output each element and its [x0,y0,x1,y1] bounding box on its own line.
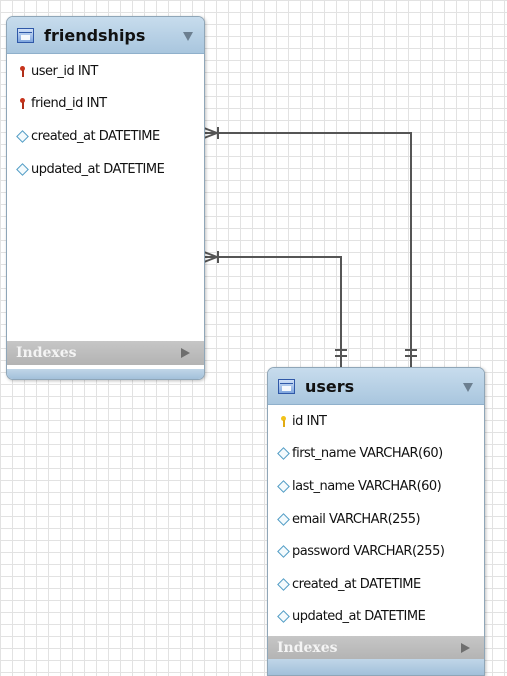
table-header-users[interactable]: users [268,368,484,405]
indexes-label: Indexes [277,640,338,656]
expand-arrow-icon[interactable] [181,348,190,358]
indexes-section[interactable]: Indexes [7,341,204,365]
expand-arrow-icon[interactable] [461,643,470,653]
column-row[interactable]: email VARCHAR(255) [268,503,484,536]
column-row[interactable]: last_name VARCHAR(60) [268,470,484,503]
column-label: created_at DATETIME [292,576,421,592]
column-label: user_id INT [31,63,98,79]
column-label: first_name VARCHAR(60) [292,446,443,462]
column-label: last_name VARCHAR(60) [292,478,442,494]
table-title: friendships [44,25,146,45]
column-label: friend_id INT [31,96,107,112]
foreign-key-icon [16,97,29,110]
column-label: id INT [292,413,327,429]
table-header-friendships[interactable]: friendships [7,17,204,54]
relationship-user-id[interactable] [203,127,417,367]
table-friendships[interactable]: friendships user_id INT friend_id INT cr… [6,16,205,380]
column-diamond-icon [277,480,290,493]
column-row[interactable]: first_name VARCHAR(60) [268,438,484,471]
column-diamond-icon [277,545,290,558]
column-diamond-icon [16,130,29,143]
table-bottom-bar [7,369,204,379]
indexes-label: Indexes [16,345,77,361]
column-diamond-icon [277,578,290,591]
column-label: updated_at DATETIME [31,161,165,177]
primary-key-icon [277,415,290,428]
table-icon [17,27,34,43]
column-label: password VARCHAR(255) [292,544,445,560]
column-row[interactable]: id INT [268,405,484,438]
column-row[interactable]: created_at DATETIME [268,568,484,601]
collapse-arrow-icon[interactable] [183,32,193,41]
table-title: users [305,376,355,396]
indexes-section[interactable]: Indexes [268,636,484,660]
column-row[interactable]: updated_at DATETIME [7,153,204,186]
column-label: updated_at DATETIME [292,609,426,625]
column-diamond-icon [277,513,290,526]
column-row[interactable]: password VARCHAR(255) [268,535,484,568]
column-label: email VARCHAR(255) [292,511,421,527]
collapse-arrow-icon[interactable] [463,383,473,392]
column-diamond-icon [16,163,29,176]
foreign-key-icon [16,65,29,78]
column-row[interactable]: created_at DATETIME [7,120,204,153]
column-diamond-icon [277,610,290,623]
table-bottom-bar [268,659,484,675]
column-row[interactable]: friend_id INT [7,88,204,121]
column-diamond-icon [277,447,290,460]
column-row[interactable]: user_id INT [7,55,204,88]
table-users[interactable]: users id INT first_name VARCHAR(60) last… [267,367,485,676]
column-row[interactable]: updated_at DATETIME [268,601,484,634]
relationship-friend-id[interactable] [203,251,347,367]
table-icon [278,378,295,394]
column-label: created_at DATETIME [31,128,160,144]
